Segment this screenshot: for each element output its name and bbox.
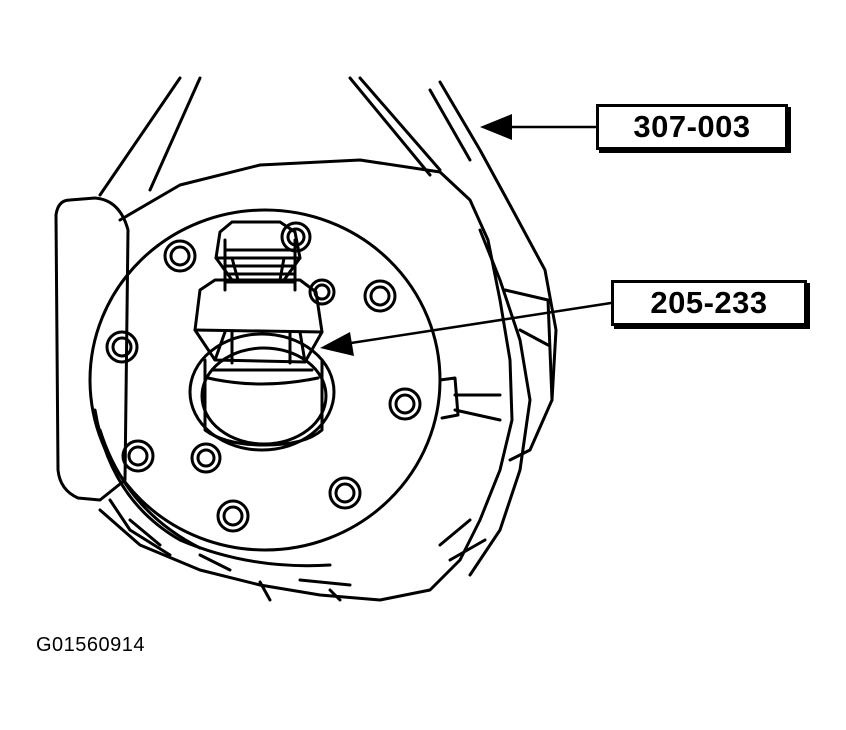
arrow-left-icon (320, 332, 354, 356)
housing (98, 158, 554, 602)
figure-id: G01560914 (36, 634, 146, 656)
leader-arrows (336, 125, 613, 347)
flange (88, 208, 442, 568)
callout-205-233: 205-233 (611, 280, 807, 326)
bolt-holes (105, 221, 422, 533)
support-bracket (98, 76, 558, 402)
callout-307-003: 307-003 (596, 104, 788, 150)
arrow-left-icon (480, 114, 512, 140)
left-boss (54, 196, 130, 502)
remover-tool (193, 220, 324, 447)
